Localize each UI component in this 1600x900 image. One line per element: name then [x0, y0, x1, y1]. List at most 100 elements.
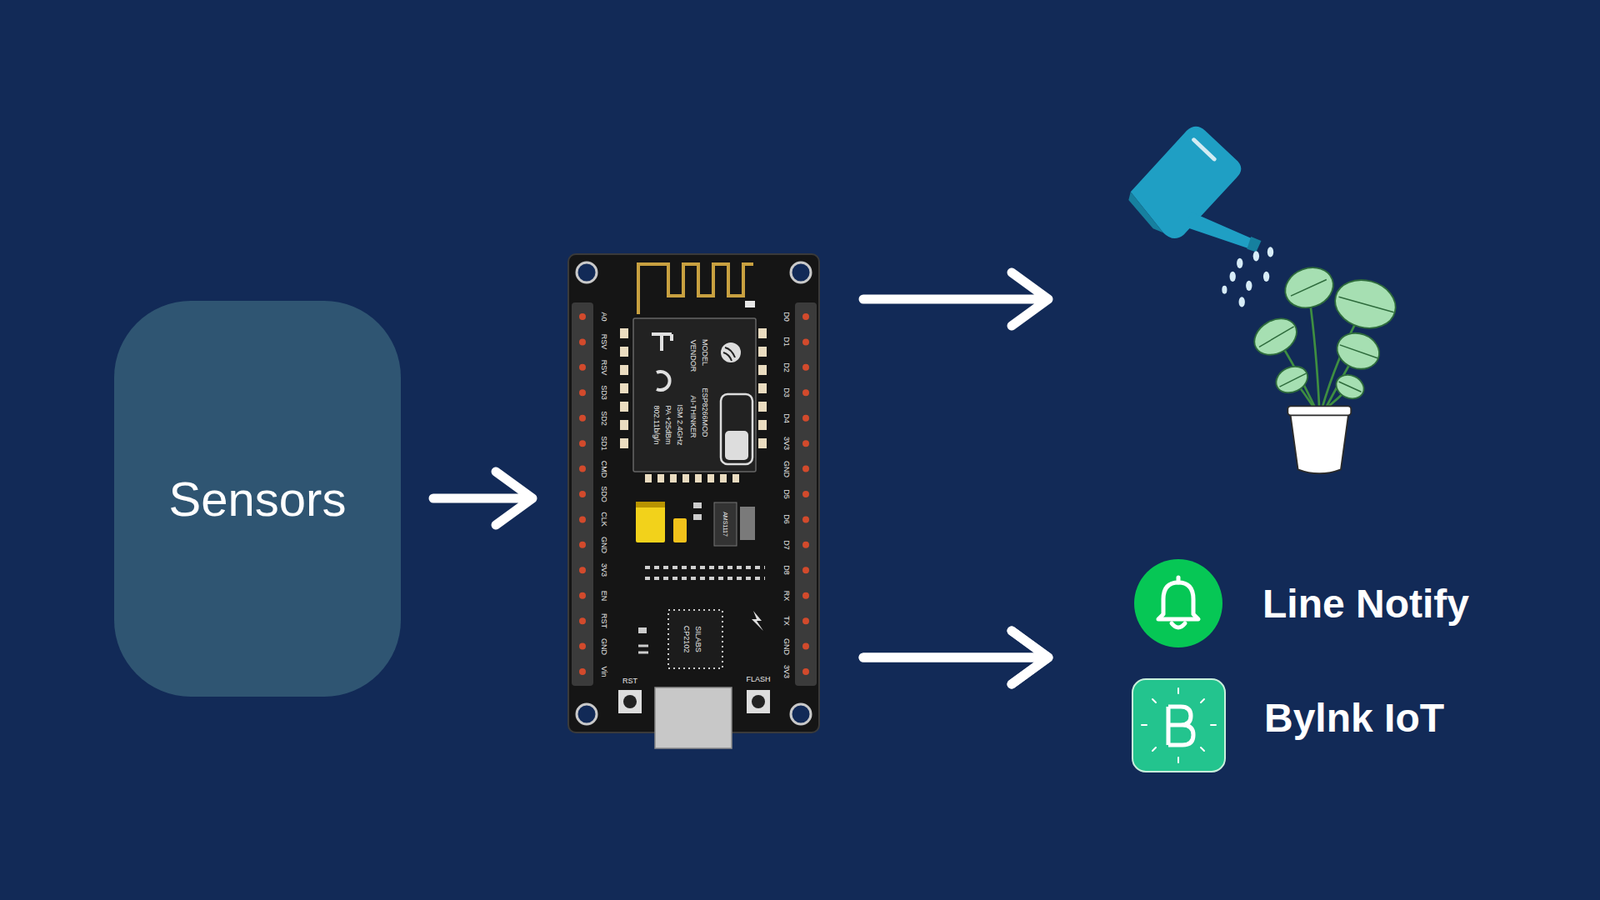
pin-label: D6: [782, 515, 790, 525]
plant-leaves: [1279, 260, 1339, 315]
output-arrow: [863, 272, 1049, 326]
esp-module-shield: [633, 318, 756, 472]
water-drops: [1221, 285, 1227, 295]
button-label: RST: [622, 677, 638, 685]
plant-pot-rim: [1287, 405, 1351, 415]
plant-leaves: [1271, 361, 1312, 398]
plant-leaves: [1332, 327, 1385, 375]
line-notify-icon: [1134, 559, 1223, 648]
chip-marking: CP2102: [682, 625, 690, 654]
chip-marking: AI-THINKER: [689, 395, 697, 438]
leaf-veins: [1259, 280, 1395, 393]
icon-circle: [1134, 559, 1223, 648]
pin-label: RST: [600, 613, 608, 629]
pin-label: A0: [600, 311, 608, 321]
blynk-icon: [1132, 679, 1225, 772]
module-pads: [758, 328, 767, 457]
chip-marking: SILABS: [694, 625, 702, 653]
flash-button: [751, 695, 765, 709]
fcc-logo: [656, 371, 670, 390]
chip-marking: ESP8266MOD: [700, 387, 709, 437]
pin-label: D8: [782, 565, 790, 576]
node-label: Sensors: [169, 475, 347, 524]
pin-label: D0: [782, 311, 790, 322]
leaf-veins: [1339, 381, 1362, 392]
pin-label: 3V3: [782, 665, 790, 679]
smd-part: [745, 300, 755, 308]
pin-label: EN: [600, 590, 608, 601]
capacitor: [635, 501, 665, 508]
blynk-rays: [1152, 747, 1156, 751]
nodemcu-illustration: [568, 254, 820, 749]
capacitor: [635, 501, 665, 543]
plant-leaves: [1247, 260, 1401, 403]
pcb: [568, 254, 820, 733]
pcb-antenna: [638, 264, 754, 315]
service-name: Bylnk IoT: [1264, 698, 1445, 739]
pin-label: D7: [782, 540, 790, 550]
icon-square: [1132, 679, 1225, 772]
chip-marking: MODEL: [700, 339, 709, 366]
pin-label: SDO: [600, 485, 608, 503]
smd-row: [645, 576, 765, 580]
water-drops: [1263, 271, 1270, 282]
water-drops: [1267, 246, 1274, 257]
pin-label: SD2: [600, 410, 608, 426]
flow-arrow: [433, 471, 533, 525]
wifi-badge: [720, 394, 753, 465]
blynk-rays: [1141, 688, 1216, 763]
water-drops: [1236, 258, 1243, 269]
reset-button: [623, 695, 637, 709]
watering-can-spout: [1246, 236, 1261, 252]
blynk-glyph: [1168, 706, 1194, 745]
blynk-item: Bylnk IoT: [1051, 657, 1492, 780]
plant-leaves: [1247, 311, 1303, 363]
pin-label: RSV: [600, 360, 608, 376]
leaf-veins: [1259, 326, 1295, 347]
flow-arrow: [863, 630, 1049, 685]
pin-label: D5: [782, 489, 790, 500]
service-name: Line Notify: [1262, 584, 1470, 625]
plant-pot: [1290, 410, 1350, 474]
water-drops: [1253, 250, 1260, 261]
mounting-hole: [576, 704, 597, 725]
plant-stems: [1309, 295, 1320, 410]
flow-arrow: [863, 630, 1049, 685]
mounting-hole: [576, 262, 811, 725]
pin-label: D4: [782, 413, 790, 424]
mounting-hole: [790, 704, 811, 725]
chip-marking: 802.11b/g/n: [652, 405, 660, 445]
button-label: FLASH: [745, 675, 770, 684]
smd-part: [638, 645, 649, 653]
mounting-hole: [576, 262, 597, 283]
lightning-symbol: [751, 610, 764, 631]
mounting-hole: [790, 262, 811, 283]
water-drops: [1221, 246, 1274, 307]
blynk-rays: [1210, 724, 1216, 726]
pin-label: RSV: [600, 334, 608, 350]
pin-label: SD1: [600, 435, 608, 451]
pin-label: D1: [782, 337, 790, 348]
chip-marking: VENDOR: [689, 340, 697, 373]
usb-connector: [655, 687, 732, 749]
flash-button: [746, 690, 770, 714]
water-drops: [1245, 280, 1252, 291]
watering-plant: [1128, 126, 1401, 474]
smd-part: [638, 627, 647, 634]
pin-label: Vin: [600, 666, 608, 678]
bell-symbol: [1176, 577, 1181, 583]
fcc-logo: [651, 334, 672, 351]
pin-label: TX: [782, 615, 790, 626]
water-drops: [1230, 271, 1236, 282]
capacitor: [673, 518, 687, 543]
blynk-rays: [1152, 699, 1156, 703]
pin-label: CLK: [600, 512, 608, 528]
nodemcu-board: A0RSVRSVSD3SD2SD1CMDSDOCLKGND3V3ENRSTGND…: [568, 254, 820, 733]
voltage-regulator: [714, 502, 737, 546]
leaf-veins: [1340, 345, 1378, 359]
pin-label: 3V3: [600, 563, 608, 577]
pin-header: [795, 302, 817, 686]
pin-label: GND: [600, 536, 608, 554]
pin-label: GND: [600, 638, 608, 655]
